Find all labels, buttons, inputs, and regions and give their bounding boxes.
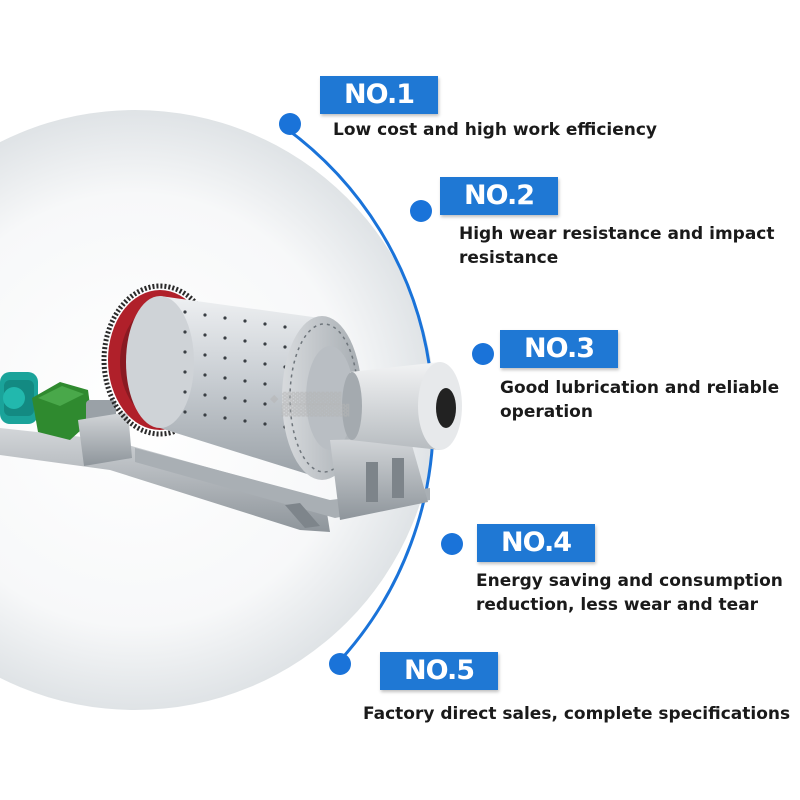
- mill-shell-left-end: [126, 296, 194, 428]
- pedestal-window-1: [366, 462, 378, 502]
- end-flange-inner: [306, 346, 354, 450]
- feature-badge-4: NO.4: [477, 524, 595, 562]
- pinion-stand: [78, 412, 132, 466]
- timeline-dot-icon: [472, 343, 494, 365]
- mill-shell: [160, 296, 320, 478]
- feature-badge-1: NO.1: [320, 76, 438, 114]
- reducer-top: [38, 386, 84, 406]
- timeline-dot-icon: [279, 113, 301, 135]
- shell-bolts: [183, 310, 287, 429]
- timeline-dot-icon: [441, 533, 463, 555]
- feature-text-2: High wear resistance and impact resistan…: [459, 224, 775, 268]
- feature-text-4: Energy saving and consumption reduction,…: [476, 571, 783, 615]
- watermark-logo: ◆ ▓▓▓▓▓▓▓ ▓▓▓▓▓▓▓▓: [270, 392, 350, 417]
- feature-badge-3: NO.3: [500, 330, 618, 368]
- trunnion-body: [350, 362, 440, 450]
- pedestal-window-2: [392, 458, 404, 498]
- ball-mill-illustration: [0, 283, 462, 532]
- timeline-dot-icon: [329, 653, 351, 675]
- base-rail-2: [285, 503, 320, 528]
- motor-cap: [3, 387, 25, 409]
- feature-badge-5: NO.5: [380, 652, 498, 690]
- trunnion-collar: [342, 372, 362, 440]
- feature-badge-2: NO.2: [440, 177, 558, 215]
- feature-text-1: Low cost and high work efficiency: [333, 120, 658, 140]
- timeline-dot-icon: [410, 200, 432, 222]
- feature-text-3: Good lubrication and reliable operation: [500, 378, 780, 422]
- trunnion-opening: [436, 388, 456, 428]
- feature-text-5: Factory direct sales, complete specifica…: [363, 704, 791, 724]
